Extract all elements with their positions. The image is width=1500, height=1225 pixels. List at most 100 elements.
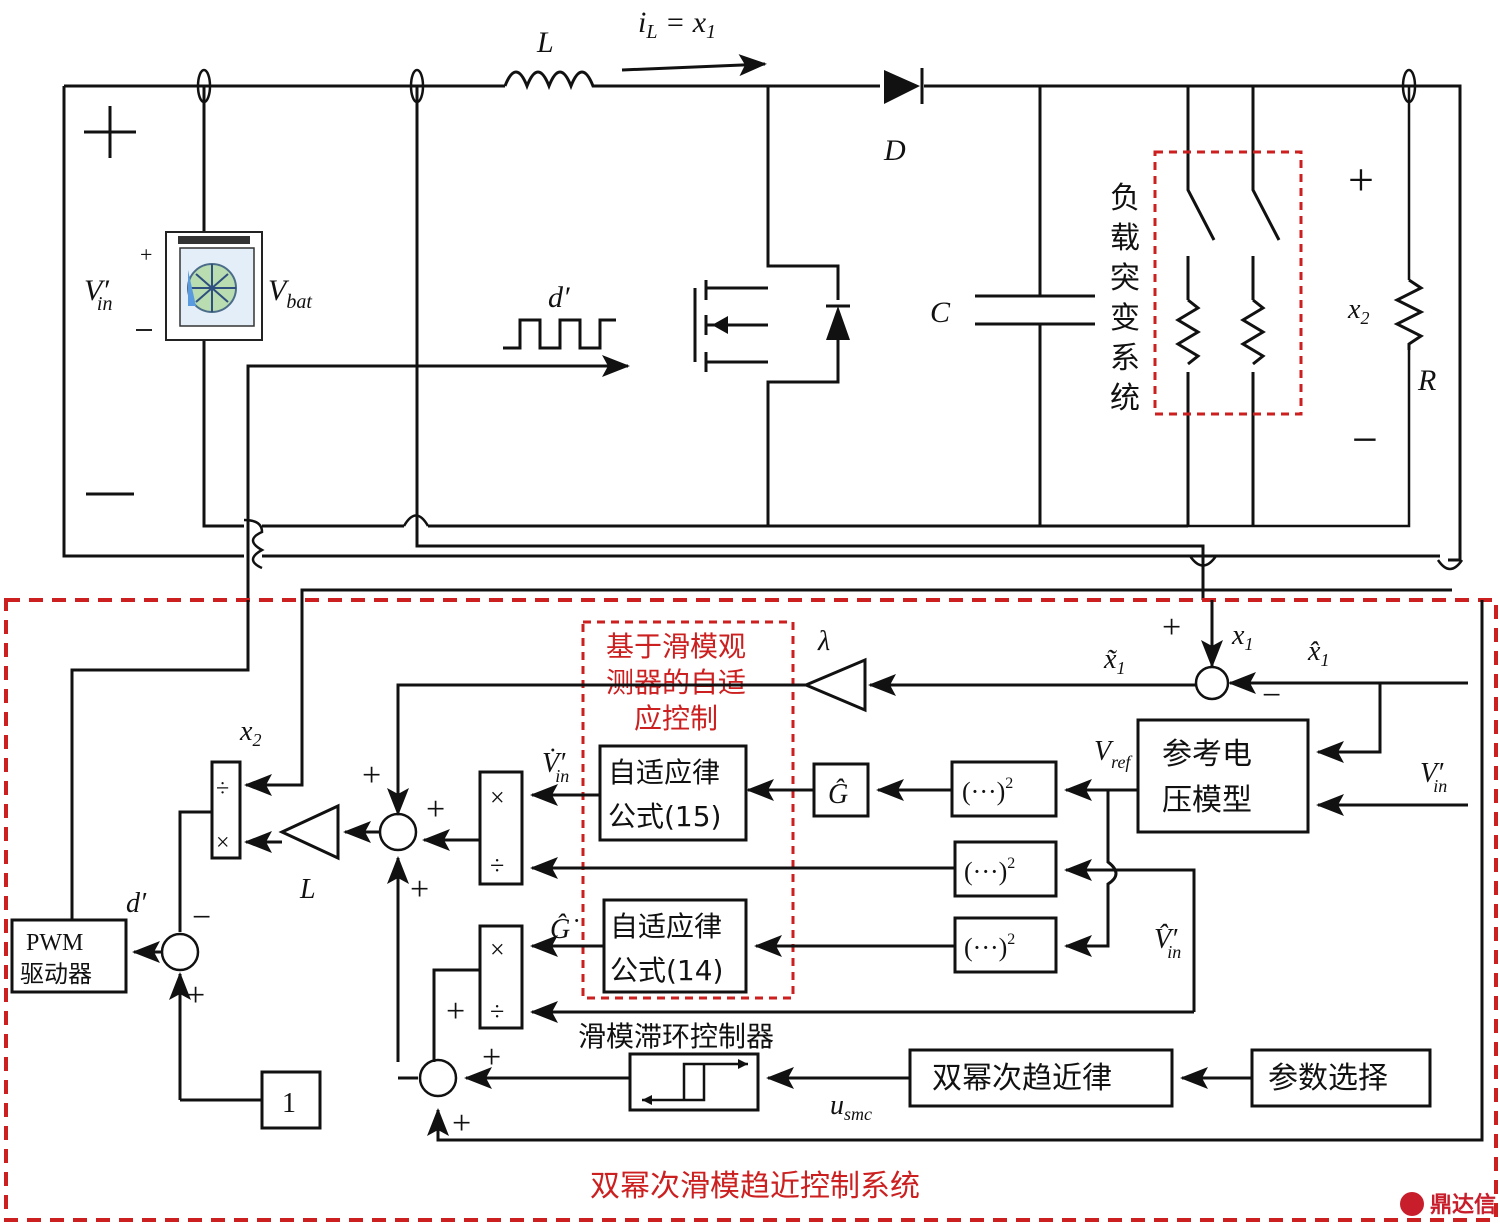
lambda-gain — [802, 657, 867, 713]
load-step-box — [1153, 150, 1303, 416]
x2-label: x2 — [239, 716, 261, 750]
crossover — [402, 514, 430, 527]
square-block-1 — [950, 760, 1058, 818]
g-hat-dot-label: Ĝ̇ — [550, 914, 578, 945]
observer-title-2: 测器的自适 — [606, 666, 746, 699]
square-3: (···)2 — [964, 931, 1015, 962]
reaching-law-block — [908, 1048, 1174, 1108]
svg-text:公式(15): 公式(15) — [608, 800, 721, 833]
inductor-coil — [503, 70, 600, 91]
svg-text:参数选择: 参数选择 — [1268, 1061, 1388, 1096]
svg-text:压模型: 压模型 — [1162, 783, 1252, 818]
svg-text:变: 变 — [1110, 301, 1140, 336]
load-switch-2 — [1251, 86, 1281, 526]
pwm-sum — [160, 932, 200, 972]
svg-text:÷: ÷ — [216, 776, 229, 802]
error-sum — [1194, 665, 1230, 701]
constant-one-block — [260, 1070, 322, 1130]
svg-text:统: 统 — [1110, 381, 1140, 416]
current-label: iL = x1 — [638, 6, 716, 43]
svg-text:负: 负 — [1110, 181, 1140, 216]
load-step-label: 负 载 突 变 系 统 — [1110, 181, 1140, 416]
gain-L — [278, 803, 340, 861]
svg-text:系: 系 — [1110, 341, 1140, 376]
svg-text:+: + — [410, 871, 429, 908]
main-sum — [378, 812, 418, 852]
observer-box — [581, 620, 795, 1000]
svg-text:1: 1 — [282, 1088, 296, 1119]
x1-meas-label: x1 — [1231, 620, 1253, 654]
load-R-wire — [1188, 86, 1411, 528]
crossover — [1188, 555, 1218, 567]
reference-voltage-model — [1136, 718, 1310, 834]
square-block-3 — [953, 916, 1058, 974]
mosfet-drain-source — [766, 86, 840, 526]
output-state-label: x2 — [1347, 294, 1369, 328]
parameter-selection-block — [1250, 1048, 1432, 1108]
svg-text:驱动器: 驱动器 — [20, 960, 92, 988]
diode-label: D — [883, 134, 906, 167]
vin-hat-label: V̂′in — [1154, 924, 1181, 962]
crossover — [1436, 559, 1464, 571]
vref-label: Vref — [1094, 736, 1133, 772]
svg-text:自适应律: 自适应律 — [610, 910, 722, 943]
capacitor-plates — [975, 294, 1095, 326]
observer-title-1: 基于滑模观 — [606, 630, 746, 663]
hysteresis-label: 滑模滞环控制器 — [578, 1020, 774, 1053]
load-resistor-R — [1393, 278, 1425, 350]
bottom-sum — [418, 1058, 458, 1098]
pwm-driver — [10, 918, 128, 994]
battery-plus: + — [140, 242, 152, 267]
adaptive-law-15 — [598, 744, 748, 842]
svg-text:参考电: 参考电 — [1162, 737, 1252, 772]
output-minus: − — [1352, 414, 1378, 465]
lambda-label: λ — [817, 626, 830, 657]
resistor-label: R — [1417, 364, 1436, 397]
svg-text:÷: ÷ — [490, 851, 504, 880]
vin-label: V′in — [84, 274, 112, 315]
x1-hat-label: x̂1 — [1307, 636, 1329, 670]
svg-text:÷: ÷ — [490, 997, 504, 1026]
input-plus — [84, 106, 136, 158]
svg-text:×: × — [490, 783, 505, 812]
err-plus: + — [1162, 609, 1181, 646]
vin-dot-label: V̇′in — [542, 748, 569, 786]
svg-text:突: 突 — [1110, 261, 1140, 296]
capacitor-label: C — [930, 296, 951, 329]
control-system-title: 双幂次滑模趋近控制系统 — [590, 1169, 920, 1204]
svg-text:双幂次趋近律: 双幂次趋近律 — [932, 1061, 1112, 1096]
watermark-logo: 鼎达信 — [1400, 1192, 1496, 1218]
diode-symbol — [884, 70, 920, 104]
sense-ring — [409, 68, 425, 104]
power-stage: L iL = x1 D d′ C 负 载 突 变 — [62, 6, 1464, 600]
square-1: (···)2 — [962, 775, 1013, 806]
square-2: (···)2 — [964, 855, 1015, 886]
d-prime-label: d′ — [126, 888, 147, 919]
svg-text:+: + — [426, 791, 445, 828]
svg-text:+: + — [362, 757, 381, 794]
svg-text:鼎达信: 鼎达信 — [1430, 1192, 1496, 1218]
mul-div-block-1 — [478, 770, 524, 886]
svg-text:+: + — [452, 1105, 471, 1142]
svg-text:+: + — [446, 993, 465, 1030]
control-system-box — [4, 598, 1498, 1222]
sense-wire-x1 — [415, 86, 1205, 600]
top-rail — [64, 84, 1462, 562]
second-rail — [202, 86, 1188, 528]
battery-source-icon: + — [136, 231, 263, 341]
controller: 双幂次滑模趋近控制系统 基于滑模观 测器的自适 应控制 + x1 x̂1 − x… — [4, 588, 1498, 1222]
mul-div-block-2 — [478, 924, 524, 1030]
sense-ring — [196, 68, 212, 104]
crossover — [243, 518, 265, 570]
switch-signal-label: d′ — [548, 281, 570, 314]
svg-text:PWM: PWM — [26, 930, 83, 956]
vin-input-label: V′in — [1420, 758, 1447, 796]
current-arrow — [621, 54, 767, 77]
gain-L-label: L — [299, 874, 316, 905]
div-mul-block — [210, 760, 242, 860]
svg-text:载: 载 — [1110, 221, 1140, 256]
vbat-label: Vbat — [268, 274, 312, 313]
svg-text:自适应律: 自适应律 — [608, 756, 720, 789]
svg-text:×: × — [216, 830, 230, 856]
